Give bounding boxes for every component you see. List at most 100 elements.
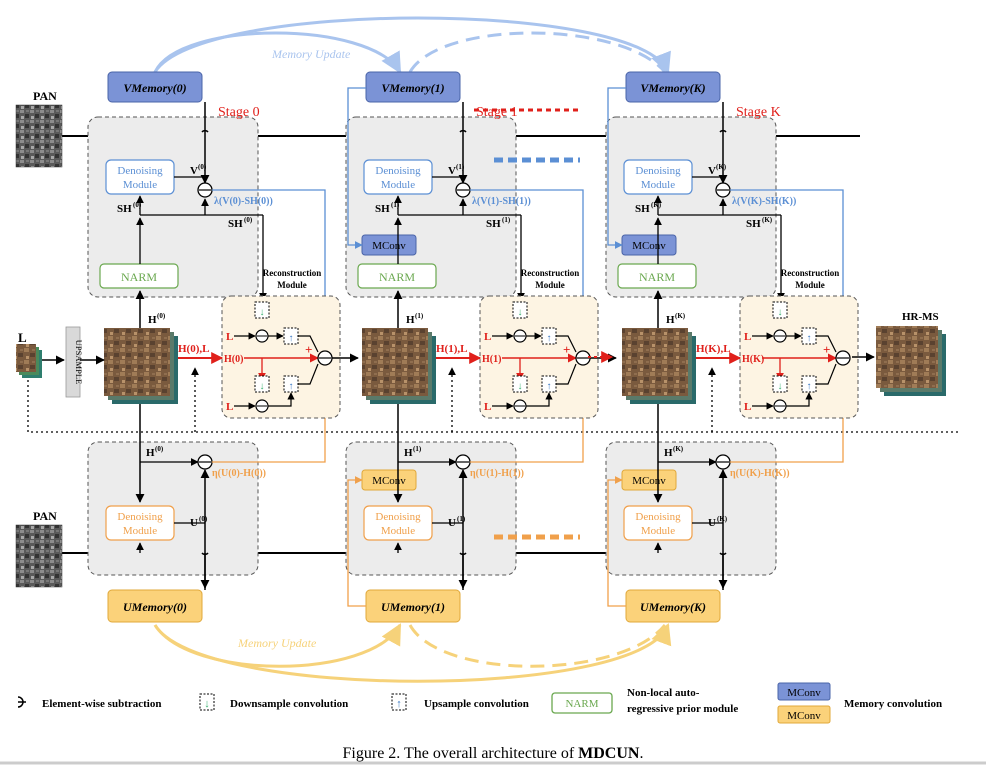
h-index-top: (1)	[415, 312, 424, 320]
denoising-label-u: Denoising	[635, 511, 681, 523]
legend-upsample-label: Upsample convolution	[424, 698, 529, 710]
v-index: (0)	[198, 163, 207, 171]
h-index-bottom: (1)	[413, 445, 422, 453]
legend-narm-desc-2: regressive prior module	[627, 703, 738, 715]
legend-narm: NARM Non-local auto- regressive prior mo…	[551, 687, 738, 715]
figure-caption: Figure 2. The overall architecture of MD…	[343, 745, 644, 762]
caption-suffix: .	[639, 745, 643, 762]
hrms-output: HR-MS	[852, 311, 946, 396]
legend-downsample: ↓ Downsample convolution	[199, 693, 348, 711]
eta-expression: η(U(0)-H(0))	[212, 468, 266, 479]
up-arrow-icon: ↑	[547, 333, 552, 344]
h-image	[362, 328, 428, 396]
plus-sign: +	[823, 342, 830, 357]
lrms-input: L	[16, 330, 65, 378]
downsample-conv-top	[512, 301, 528, 319]
sh-right-index: (K)	[762, 216, 773, 224]
legend: Element-wise subtraction ↓ Downsample co…	[17, 682, 942, 724]
caption-prefix: Figure 2. The overall architecture of	[343, 745, 579, 762]
recon-h-input: H(K)	[742, 354, 764, 365]
v-index: (1)	[456, 163, 465, 171]
reconstruction-module	[739, 295, 859, 419]
stages-layer: VMemory(0)UMemory(0)Stage 0DenoisingModu…	[87, 71, 859, 623]
umemory-label: UMemory(K)	[640, 600, 706, 614]
recon-h-input: H(1)	[482, 354, 501, 365]
upsample-block: UPSAMPLE	[65, 326, 105, 398]
pan-top-input: PAN	[15, 89, 63, 168]
caption-bold: MDCUN	[578, 745, 640, 762]
up-arrow-icon: ↑	[807, 333, 812, 344]
downsample-conv-bottom	[512, 375, 528, 393]
u-index: (1)	[457, 515, 466, 523]
reconstruction-module-label: Module	[277, 280, 307, 290]
denoising-label-u: Denoising	[375, 511, 421, 523]
sh-label: SH	[635, 203, 650, 215]
module-label-u: Module	[381, 525, 415, 537]
hrms-label: HR-MS	[902, 311, 939, 323]
u-label: U	[708, 517, 716, 529]
memory-update-arcs-bottom: Memory Update	[153, 623, 672, 683]
lambda-expression: λ(V(0)-SH(0))	[214, 196, 273, 207]
h-label-top: H	[666, 314, 675, 326]
legend-downsample-label: Downsample convolution	[230, 698, 348, 710]
v-label: V	[708, 165, 716, 177]
narm-label: NARM	[379, 270, 415, 284]
umemory-label: UMemory(1)	[381, 600, 445, 614]
sh-right-label: SH	[486, 218, 501, 230]
denoising-label: Denoising	[635, 165, 681, 177]
downsample-conv-bottom	[772, 375, 788, 393]
u-index: (K)	[717, 515, 728, 523]
down-arrow-icon: ↓	[518, 307, 523, 318]
h-index-top: (K)	[675, 312, 686, 320]
sh-right-label: SH	[746, 218, 761, 230]
sh-right-label: SH	[228, 218, 243, 230]
mconv-u-label: MConv	[372, 475, 406, 487]
v-label: V	[448, 165, 456, 177]
pan-label-bottom: PAN	[33, 509, 57, 523]
denoising-label-u: Denoising	[117, 511, 163, 523]
recon-h-input: H(0)	[224, 354, 243, 365]
h-index-bottom: (K)	[673, 445, 684, 453]
mconv-v-label: MConv	[632, 240, 666, 252]
eta-expression: η(U(K)-H(K))	[730, 468, 790, 479]
reconstruction-module-label: Module	[535, 280, 565, 290]
plus-sign: +	[563, 342, 570, 357]
memory-update-label-bottom: Memory Update	[237, 636, 317, 650]
h-image	[104, 328, 170, 396]
up-arrow-icon: ↑	[807, 381, 812, 392]
downsample-conv-bottom	[254, 375, 270, 393]
vmemory-label: VMemory(1)	[381, 81, 444, 95]
sh-index: (K)	[651, 201, 662, 209]
vmemory-box	[107, 71, 203, 103]
sh-index: (0)	[133, 201, 142, 209]
h-image	[622, 328, 688, 396]
sh-right-index: (0)	[244, 216, 253, 224]
stage-column-0: VMemory(0)UMemory(0)Stage 0DenoisingModu…	[87, 71, 359, 623]
module-label-u: Module	[641, 525, 675, 537]
eta-expression: η(U(1)-H(1))	[470, 468, 524, 479]
memory-update-arcs-top: Memory Update	[153, 16, 671, 74]
umemory-label: UMemory(0)	[123, 600, 187, 614]
legend-subtraction-label: Element-wise subtraction	[42, 698, 161, 710]
recon-l-bottom: L	[744, 401, 751, 413]
u-index: (0)	[199, 515, 208, 523]
sh-right-index: (1)	[502, 216, 511, 224]
module-label: Module	[641, 179, 675, 191]
down-arrow-icon: ↓	[778, 307, 783, 318]
h-label-top: H	[148, 314, 157, 326]
legend-narm-box: NARM	[565, 698, 598, 710]
stage-label: Stage K	[736, 105, 781, 120]
module-label: Module	[123, 179, 157, 191]
reconstruction-module	[479, 295, 599, 419]
h-label-top: H	[406, 314, 415, 326]
narm-label: NARM	[121, 270, 157, 284]
recon-l-top: L	[744, 331, 751, 343]
downsample-conv-top	[772, 301, 788, 319]
u-label: U	[190, 517, 198, 529]
legend-upsample: ↑ Upsample convolution	[391, 693, 529, 711]
sh-label: SH	[375, 203, 390, 215]
narm-box	[617, 263, 697, 289]
sh-label: SH	[117, 203, 132, 215]
upsample-label: UPSAMPLE	[74, 340, 84, 384]
